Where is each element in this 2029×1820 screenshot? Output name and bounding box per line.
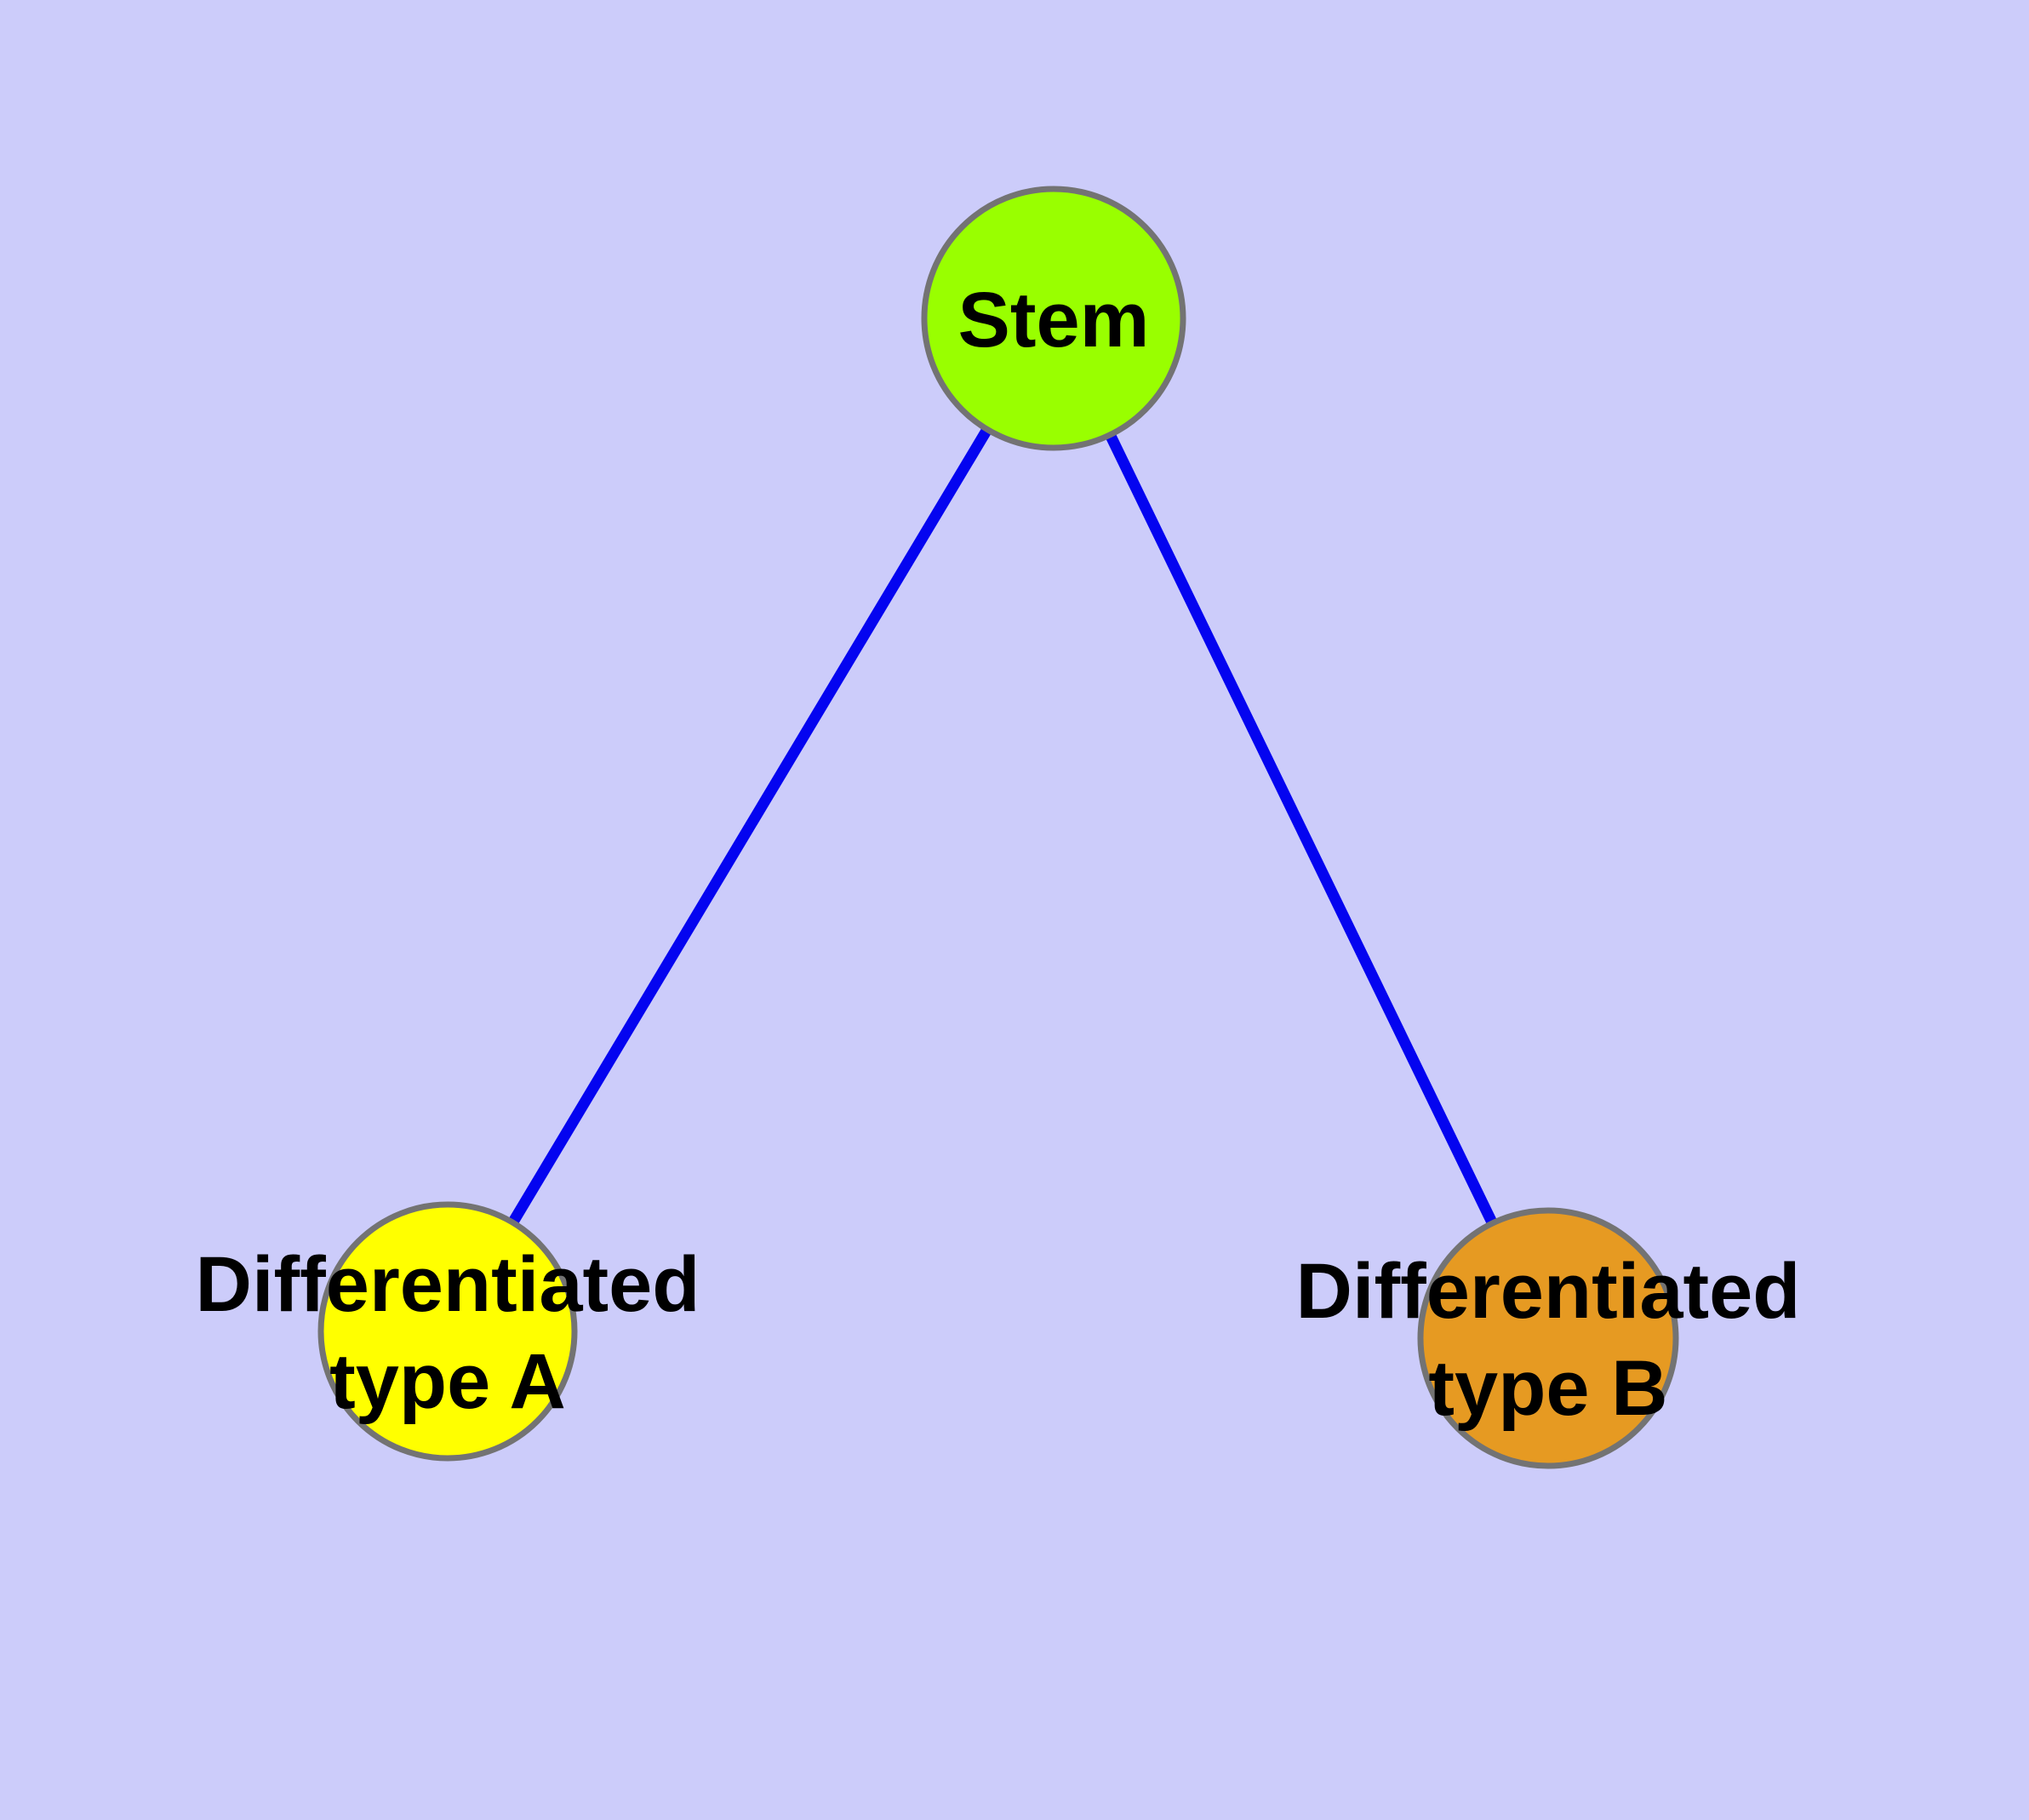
node-stem[interactable] — [921, 186, 1186, 451]
edge-stem-to-type-b — [1049, 316, 1553, 1341]
node-type-a-label-line1: Differentiated — [196, 1241, 700, 1328]
node-differentiated-type-a[interactable] — [317, 1201, 578, 1462]
node-type-a-label-line2: type A — [329, 1338, 566, 1425]
node-type-b-label-line1: Differentiated — [1296, 1248, 1801, 1335]
edge-stem-to-type-a — [443, 315, 1059, 1335]
node-stem-label: Stem — [958, 277, 1150, 363]
node-type-b-label-line2: type B — [1428, 1345, 1667, 1432]
node-differentiated-type-b[interactable] — [1417, 1207, 1679, 1469]
